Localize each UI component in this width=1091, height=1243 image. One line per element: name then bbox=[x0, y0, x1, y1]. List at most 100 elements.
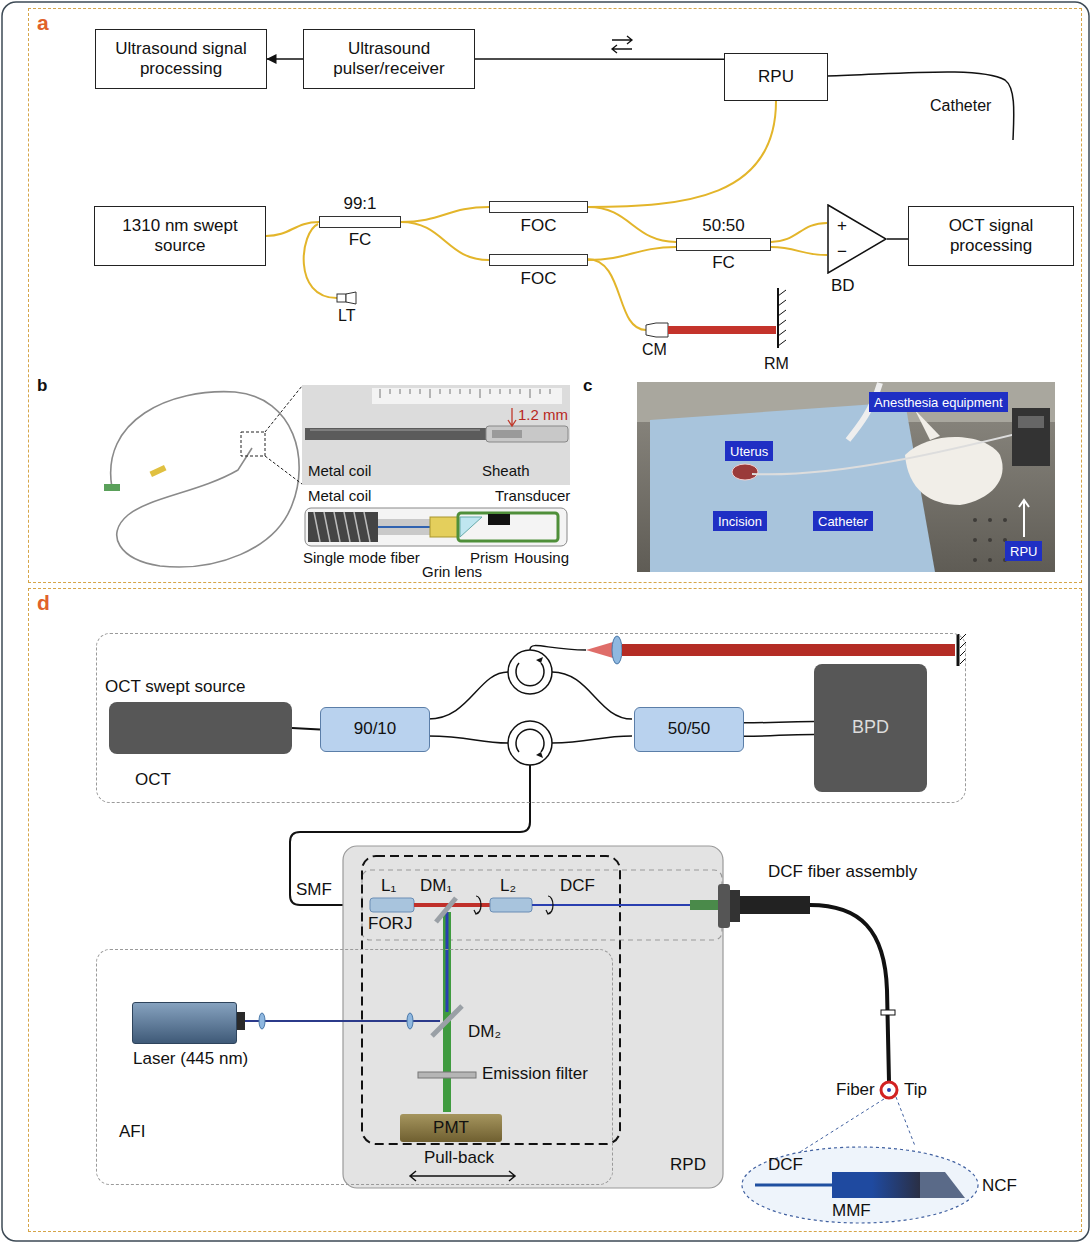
part-label: L₁ bbox=[381, 876, 396, 896]
bidirectional-symbol bbox=[612, 36, 632, 53]
dimension-label: 1.2 mm bbox=[518, 406, 568, 424]
part-label: Tip bbox=[904, 1080, 927, 1100]
node-label: FOC bbox=[521, 269, 557, 289]
surgery-photo bbox=[1019, 500, 1029, 537]
catheter-photo bbox=[305, 428, 487, 440]
fiber-path bbox=[552, 736, 632, 743]
optics bbox=[418, 1072, 476, 1078]
photo-tag: Uterus bbox=[725, 441, 773, 461]
surgery-photo bbox=[752, 428, 1040, 474]
optics bbox=[436, 898, 456, 922]
bidirectional-symbol bbox=[612, 36, 632, 44]
zoom-indicator bbox=[265, 386, 302, 484]
catheter-coil bbox=[111, 392, 299, 567]
node-label: 99:1 bbox=[343, 194, 376, 214]
surgery-photo bbox=[1003, 518, 1007, 522]
amplifier-triangle bbox=[828, 205, 886, 273]
circulator bbox=[536, 657, 543, 663]
connector bbox=[401, 222, 489, 260]
connector bbox=[887, 238, 908, 240]
coupler-box: 90/10 bbox=[320, 707, 430, 752]
panel-letter: d bbox=[37, 590, 50, 615]
optics bbox=[546, 896, 553, 914]
connector bbox=[475, 58, 724, 60]
catheter-schematic bbox=[460, 517, 482, 537]
catheter-schematic bbox=[305, 508, 567, 546]
catheter-photo bbox=[492, 430, 522, 438]
surgery-photo bbox=[637, 382, 1055, 572]
part-label: CM bbox=[642, 340, 667, 359]
node-label: RPU bbox=[1010, 544, 1037, 559]
connector bbox=[588, 207, 676, 242]
catheter-photo bbox=[372, 388, 562, 404]
node-label: OCT signal processing bbox=[917, 216, 1065, 257]
optics bbox=[490, 898, 532, 912]
oct-region: OCTOCT swept source90/1050/50BPD bbox=[96, 633, 966, 803]
light-trap bbox=[346, 292, 356, 304]
catheter-schematic bbox=[430, 517, 458, 537]
dcf-assembly bbox=[690, 884, 897, 1098]
optics bbox=[410, 1171, 515, 1181]
catheter-photo bbox=[310, 429, 480, 431]
node-label: AFI bbox=[119, 1122, 145, 1142]
circulator bbox=[516, 663, 544, 686]
part-label: NCF bbox=[982, 1176, 1017, 1196]
surgery-photo bbox=[973, 518, 977, 522]
surgery-photo bbox=[915, 410, 940, 440]
part-label: Fiber bbox=[836, 1080, 875, 1100]
bidirectional-symbol bbox=[612, 45, 632, 53]
catheter-photo bbox=[486, 426, 568, 442]
source-box: 1310 nm swept source bbox=[94, 206, 266, 266]
surgery-photo bbox=[973, 518, 1007, 562]
fiber-tip-inset bbox=[920, 1172, 965, 1198]
connector bbox=[401, 207, 489, 222]
surgery-photo bbox=[988, 558, 992, 562]
catheter-schematic bbox=[308, 512, 378, 542]
catheter-coil bbox=[104, 484, 120, 491]
fiber-tip-inset bbox=[742, 1147, 978, 1223]
rpd-housing-shape bbox=[362, 856, 620, 1144]
part-label: Emission filter bbox=[482, 1064, 588, 1084]
surgery-photo bbox=[637, 382, 1055, 572]
reference-arm-d bbox=[530, 634, 966, 666]
catheter-coil bbox=[149, 465, 166, 477]
part-label: Housing bbox=[514, 549, 569, 567]
node-label: RPU bbox=[758, 67, 794, 87]
fiber-tip-inset bbox=[800, 1097, 915, 1152]
circulator bbox=[508, 650, 552, 765]
node-label: 1310 nm swept source bbox=[103, 216, 257, 257]
node-label: OCT swept source bbox=[105, 677, 245, 697]
photo-tag: Anesthesia equipment bbox=[869, 392, 1008, 412]
reference-arm-d bbox=[622, 644, 955, 656]
node-label: Ultrasound pulser/receiver bbox=[312, 39, 466, 80]
part-label: DCF fiber assembly bbox=[768, 862, 917, 882]
catheter-schematic bbox=[488, 514, 510, 525]
dcf-assembly bbox=[740, 896, 810, 914]
part-label: DCF bbox=[768, 1155, 803, 1175]
fiber-tip-inset bbox=[742, 1097, 978, 1223]
part-label: Catheter bbox=[930, 96, 991, 115]
balanced-detector: +−BD bbox=[827, 204, 887, 274]
reference-arm-a bbox=[646, 323, 668, 337]
reference-arm-a bbox=[777, 288, 779, 348]
panel-letter: a bbox=[37, 10, 49, 35]
photo-tag: RPU bbox=[1005, 541, 1042, 561]
fiber-path bbox=[428, 736, 508, 743]
dcf-assembly bbox=[690, 900, 718, 910]
node-label: FOC bbox=[521, 216, 557, 236]
reference-arm-a bbox=[778, 290, 786, 346]
circulator bbox=[516, 729, 544, 752]
connector bbox=[267, 58, 303, 60]
rpd-housing-shape bbox=[362, 870, 722, 940]
part-label: L₂ bbox=[500, 876, 516, 896]
photo-tag: Catheter bbox=[813, 511, 873, 531]
swept-source: OCT swept source bbox=[109, 702, 292, 754]
catheter-schematic bbox=[314, 512, 370, 542]
part-label: DM₂ bbox=[468, 1022, 501, 1042]
node-label: 90/10 bbox=[354, 719, 397, 739]
dcf-assembly bbox=[887, 1088, 891, 1092]
surgery-photo bbox=[988, 518, 992, 522]
process-box: OCT signal processing bbox=[908, 206, 1074, 266]
fiber-tip-inset bbox=[832, 1172, 872, 1198]
